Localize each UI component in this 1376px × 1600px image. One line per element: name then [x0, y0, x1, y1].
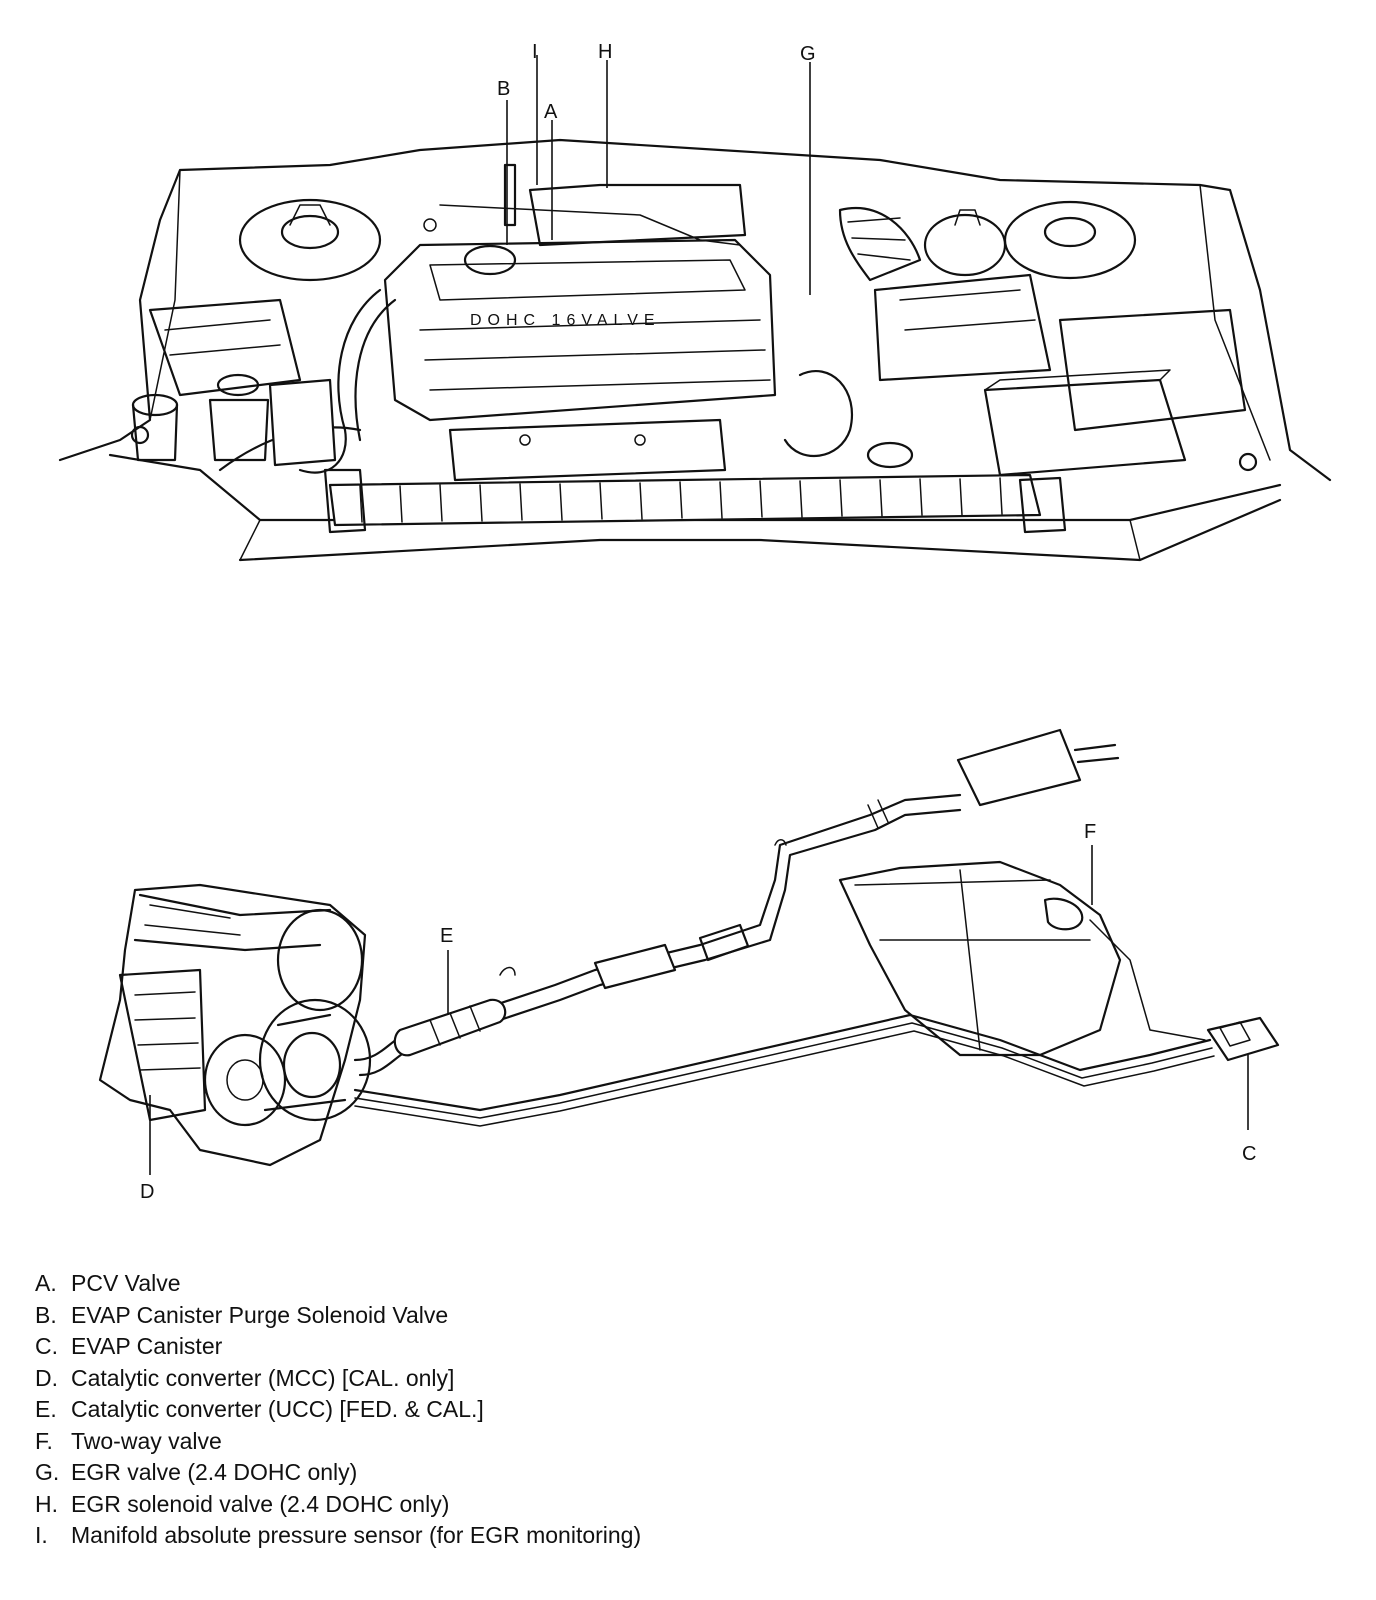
legend-text: Manifold absolute pressure sensor (for E…: [71, 1522, 642, 1548]
callout-g: G: [800, 43, 816, 65]
legend-item-i: I. Manifold absolute pressure sensor (for…: [35, 1520, 641, 1552]
legend-text: Catalytic converter (MCC) [CAL. only]: [71, 1364, 455, 1391]
legend-letter: B.: [35, 1301, 57, 1328]
legend-item-c: C. EVAP Canister: [35, 1331, 641, 1363]
legend-letter: I.: [35, 1522, 48, 1548]
callout-a: A: [544, 101, 558, 123]
legend-letter: E.: [35, 1396, 57, 1422]
legend-item-e: E. Catalytic converter (UCC) [FED. & CAL.…: [35, 1394, 641, 1426]
legend-item-g: G. EGR valve (2.4 DOHC only): [35, 1457, 641, 1489]
legend-item-f: F. Two-way valve: [35, 1426, 641, 1458]
legend-text: Catalytic converter (UCC) [FED. & CAL.]: [71, 1396, 484, 1422]
legend-letter: G.: [35, 1459, 60, 1485]
legend-text: EVAP Canister: [71, 1333, 223, 1359]
component-legend: A. PCV Valve B. EVAP Canister Purge Soleno…: [35, 1268, 641, 1552]
callout-c: C: [1242, 1143, 1256, 1165]
emission-component-diagram: DOHC 16VALVE: [58, 41, 1332, 1203]
legend-text: EVAP Canister Purge Solenoid Valve: [71, 1301, 449, 1328]
legend-item-a: A. PCV Valve: [35, 1268, 641, 1300]
legend-item-b: B. EVAP Canister Purge Solenoid Valve: [35, 1300, 641, 1332]
leader-lines-top: [506, 55, 811, 295]
legend-text: Two-way valve: [71, 1427, 222, 1454]
legend-item-h: H. EGR solenoid valve (2.4 DOHC only): [35, 1489, 641, 1521]
callout-f: F: [1084, 821, 1096, 843]
leader-lines-bottom: [149, 845, 1249, 1175]
callout-e: E: [440, 925, 453, 947]
legend-letter: F.: [35, 1427, 53, 1454]
legend-letter: D.: [35, 1364, 58, 1391]
legend-letter: H.: [35, 1490, 58, 1517]
callout-h: H: [598, 41, 612, 63]
engine-compartment-drawing: DOHC 16VALVE: [58, 138, 1332, 562]
callout-labels: I H G B A F E C D: [140, 41, 1256, 1203]
callout-i: I: [532, 41, 538, 63]
legend-text: EGR solenoid valve (2.4 DOHC only): [71, 1490, 450, 1517]
callout-d: D: [140, 1181, 154, 1203]
radiator-fins: [359, 477, 1003, 523]
legend-text: EGR valve (2.4 DOHC only): [71, 1459, 358, 1485]
legend-item-d: D. Catalytic converter (MCC) [CAL. only]: [35, 1363, 641, 1395]
callout-b: B: [497, 78, 510, 100]
legend-letter: A.: [35, 1270, 57, 1296]
exhaust-fuel-system-drawing: [98, 728, 1280, 1167]
legend-letter: C.: [35, 1333, 58, 1359]
legend-text: PCV Valve: [71, 1270, 181, 1296]
